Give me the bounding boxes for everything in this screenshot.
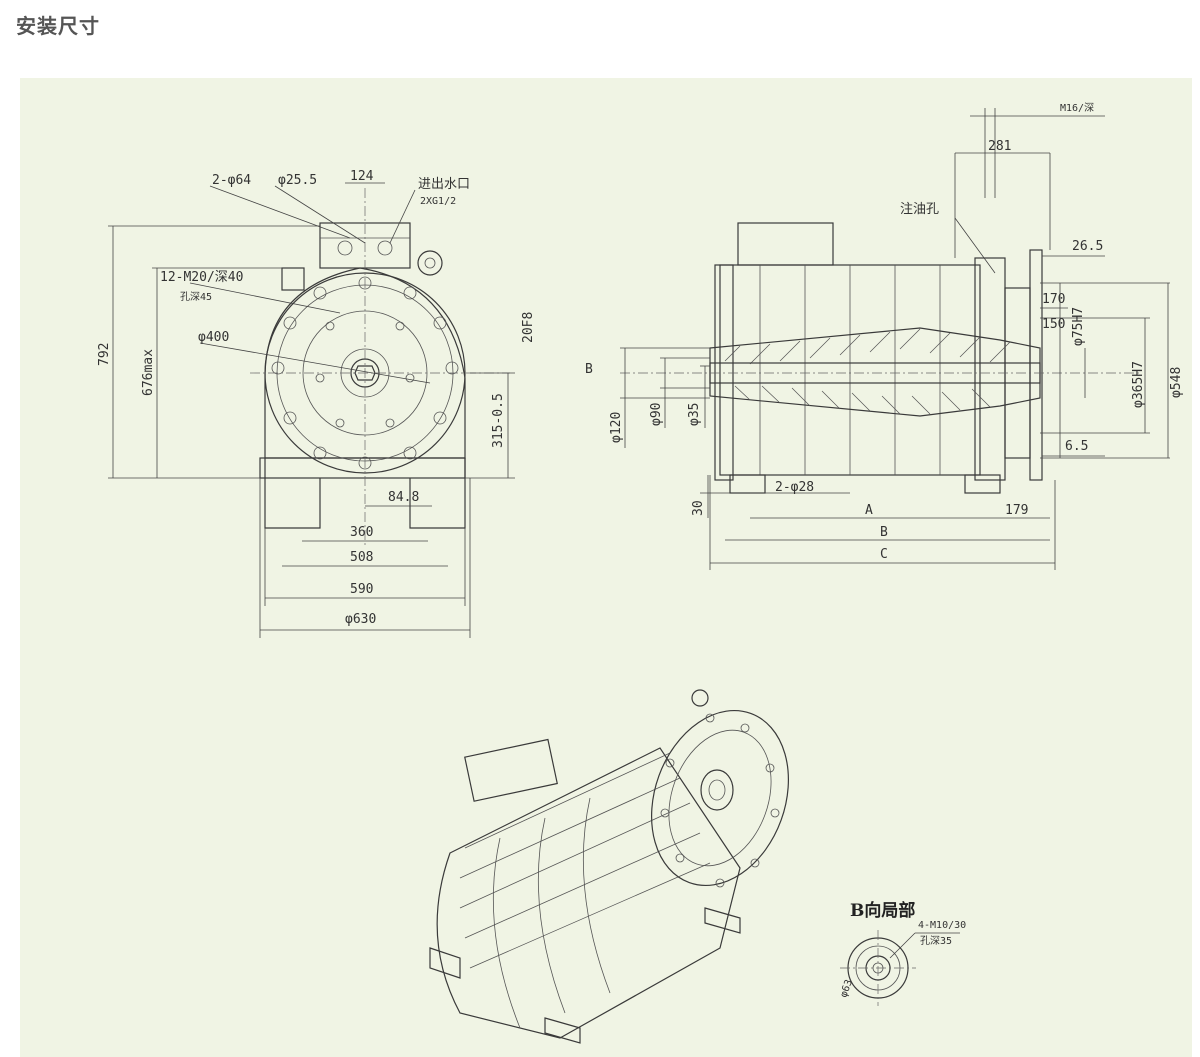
isometric-view [429,689,789,1044]
label-bolt-spec: 12-M20/深40 [160,270,243,285]
page-title: 安装尺寸 [16,14,100,38]
label-w26-5: 26.5 [1072,239,1103,254]
label-d120: φ120 [609,412,624,443]
label-d75: φ75H7 [1071,307,1086,346]
label-holes-28: 2-φ28 [775,480,814,495]
drawing-panel: 2-φ64 φ25.5 124 进出水口 2XG1/2 12-M20/深40 孔… [20,78,1192,1057]
front-view [108,182,515,638]
label-f8: 20F8 [521,312,536,343]
label-detail-dia: φ63 [838,978,855,999]
label-dim-a: A [865,503,873,518]
detail-b-view [840,930,960,1006]
label-dim-b: B [880,525,888,540]
label-w281: 281 [988,139,1011,154]
label-mark-b: B [585,362,593,377]
label-dia400: φ400 [198,330,229,345]
label-h792: 792 [97,343,112,366]
label-m16: M16/深 [1060,102,1094,114]
label-detail-sub: 孔深35 [920,935,952,947]
label-w124: 124 [350,169,374,184]
label-oil: 注油孔 [900,202,939,217]
label-w179: 179 [1005,503,1028,518]
label-d35: φ35 [687,403,702,426]
label-bolt-sub: 孔深45 [180,291,212,303]
label-detail-spec: 4-M10/30 [918,920,966,931]
label-w508: 508 [350,550,373,565]
label-d548: φ548 [1169,367,1184,398]
label-d365: φ365H7 [1131,361,1146,408]
label-w84-8: 84.8 [388,490,419,505]
detail-title: B向局部 [850,900,915,921]
label-holes-2: 2-φ64 [212,173,251,188]
label-w360: 360 [350,525,373,540]
label-w170: 170 [1042,292,1065,307]
label-water-spec: 2XG1/2 [420,196,456,207]
label-w150: 150 [1042,317,1065,332]
label-h30: 30 [691,500,706,516]
label-water: 进出水口 [418,177,470,192]
side-view [620,108,1170,570]
technical-drawing: 2-φ64 φ25.5 124 进出水口 2XG1/2 12-M20/深40 孔… [97,102,1184,1044]
label-dia-25-5: φ25.5 [278,173,317,188]
label-h676: 676max [141,349,156,396]
label-d630: φ630 [345,612,376,627]
label-w590: 590 [350,582,373,597]
label-dim-c: C [880,547,888,562]
label-w6-5: 6.5 [1065,439,1088,454]
label-h315: 315-0.5 [491,393,506,448]
label-d90: φ90 [649,403,664,426]
